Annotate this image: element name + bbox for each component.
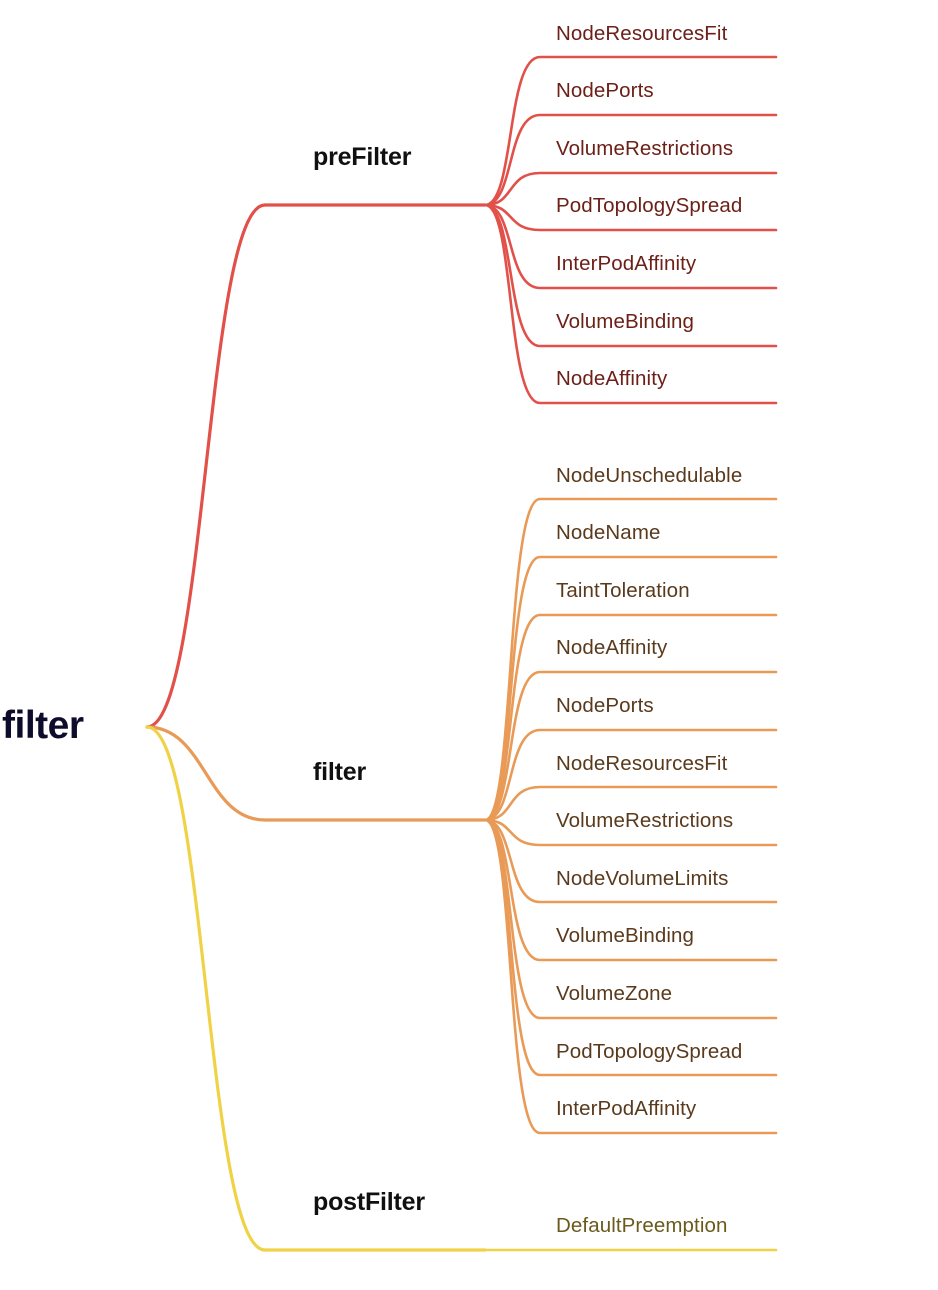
leaf-node-prefilter-0[interactable]: NodeResourcesFit [556, 22, 728, 45]
leaf-node-filter-0[interactable]: NodeUnschedulable [556, 464, 743, 487]
leaf-node-postfilter-0[interactable]: DefaultPreemption [556, 1214, 728, 1237]
leaf-node-filter-9[interactable]: VolumeZone [556, 982, 673, 1005]
edge-root-to-filter [145, 725, 267, 822]
leaf-node-prefilter-3[interactable]: PodTopologySpread [556, 194, 743, 217]
leaf-node-filter-6[interactable]: VolumeRestrictions [556, 809, 734, 832]
leaf-node-filter-8[interactable]: VolumeBinding [556, 924, 695, 947]
edge-root-to-prefilter [145, 203, 267, 729]
leaf-node-prefilter-5[interactable]: VolumeBinding [556, 310, 695, 333]
leaf-node-filter-4[interactable]: NodePorts [556, 694, 654, 717]
edge-root-to-postfilter [145, 725, 267, 1252]
leaf-node-prefilter-6[interactable]: NodeAffinity [556, 367, 668, 390]
branch-node-filter[interactable]: filter [313, 758, 366, 786]
leaf-node-prefilter-2[interactable]: VolumeRestrictions [556, 137, 734, 160]
leaf-node-filter-2[interactable]: TaintToleration [556, 579, 690, 602]
branch-node-postfilter[interactable]: postFilter [313, 1188, 425, 1216]
leaf-node-filter-3[interactable]: NodeAffinity [556, 636, 668, 659]
leaf-node-filter-10[interactable]: PodTopologySpread [556, 1040, 743, 1063]
edge-prefilter-leaf-4 [483, 203, 778, 290]
leaf-node-filter-7[interactable]: NodeVolumeLimits [556, 867, 729, 890]
root-node-filter[interactable]: filter [2, 704, 84, 747]
branch-node-prefilter[interactable]: preFilter [313, 143, 412, 171]
leaf-node-filter-11[interactable]: InterPodAffinity [556, 1097, 697, 1120]
edge-filter-leaf-10 [483, 818, 778, 1077]
leaf-node-prefilter-4[interactable]: InterPodAffinity [556, 252, 697, 275]
edge-prefilter-leaf-1 [483, 113, 778, 207]
leaf-node-filter-1[interactable]: NodeName [556, 521, 661, 544]
edge-filter-leaf-4 [483, 728, 778, 822]
leaf-node-filter-5[interactable]: NodeResourcesFit [556, 752, 728, 775]
leaf-node-prefilter-1[interactable]: NodePorts [556, 79, 654, 102]
